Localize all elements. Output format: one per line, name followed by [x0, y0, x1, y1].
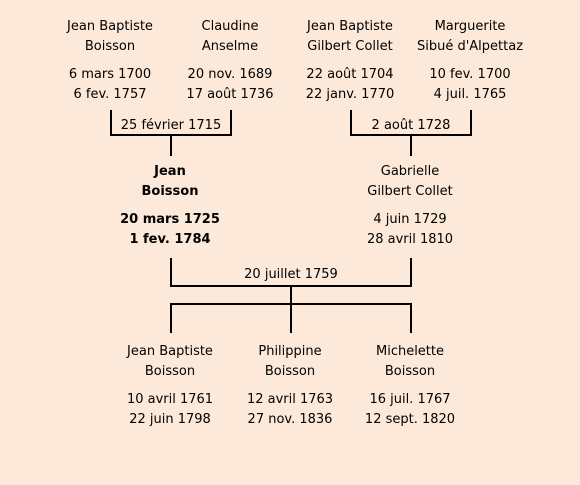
person-birth-date: 16 juil. 1767 [369, 392, 451, 407]
child-2: Philippine Boisson 12 avril 1763 27 nov.… [215, 342, 365, 430]
marriage-date: 2 août 1728 [371, 118, 451, 133]
person-death-date: 22 janv. 1770 [305, 87, 395, 102]
connector-line [170, 258, 172, 287]
person-first-name: Philippine [258, 344, 322, 359]
connector-line [470, 110, 472, 136]
person-death-date: 17 août 1736 [186, 87, 274, 102]
person-first-name: Michelette [375, 344, 444, 359]
marriage-date: 25 février 1715 [120, 118, 222, 133]
person-death-date: 6 fev. 1757 [73, 87, 147, 102]
grandparent-2: Claudine Anselme 20 nov. 1689 17 août 17… [155, 17, 305, 105]
grandparent-4: Marguerite Sibué d'Alpettaz 10 fev. 1700… [395, 17, 545, 105]
connector-line [410, 303, 412, 333]
connector-line [230, 110, 232, 136]
connector-line [410, 258, 412, 287]
person-last-name: Sibué d'Alpettaz [416, 39, 524, 54]
person-last-name: Gilbert Collet [367, 184, 453, 199]
connector-line [410, 134, 412, 156]
child-1: Jean Baptiste Boisson 10 avril 1761 22 j… [95, 342, 245, 430]
person-first-name: Jean Baptiste [127, 344, 213, 359]
person-birth-date: 20 mars 1725 [120, 212, 220, 227]
parent-mother: Gabrielle Gilbert Collet 4 juin 1729 28 … [335, 162, 485, 250]
person-first-name: Gabrielle [380, 164, 440, 179]
connector-line [350, 110, 352, 136]
person-death-date: 27 nov. 1836 [247, 412, 333, 427]
person-birth-date: 10 fev. 1700 [429, 67, 511, 82]
connector-line [170, 134, 172, 156]
person-last-name: Boisson [141, 184, 199, 199]
person-death-date: 12 sept. 1820 [364, 412, 456, 427]
connector-line [110, 110, 112, 136]
parent-father: Jean Boisson 20 mars 1725 1 fev. 1784 [95, 162, 245, 250]
person-birth-date: 22 août 1704 [306, 67, 394, 82]
person-last-name: Boisson [84, 39, 136, 54]
person-birth-date: 6 mars 1700 [68, 67, 152, 82]
person-birth-date: 20 nov. 1689 [187, 67, 273, 82]
grandparent-1: Jean Baptiste Boisson 6 mars 1700 6 fev.… [35, 17, 185, 105]
person-last-name: Boisson [384, 364, 436, 379]
person-last-name: Gilbert Collet [307, 39, 393, 54]
person-last-name: Boisson [144, 364, 196, 379]
person-death-date: 1 fev. 1784 [129, 232, 211, 247]
person-last-name: Anselme [201, 39, 259, 54]
connector-line [170, 303, 172, 333]
person-last-name: Boisson [264, 364, 316, 379]
child-3: Michelette Boisson 16 juil. 1767 12 sept… [335, 342, 485, 430]
connector-line [290, 303, 292, 333]
person-birth-date: 12 avril 1763 [246, 392, 334, 407]
person-first-name: Marguerite [434, 19, 506, 34]
person-birth-date: 4 juin 1729 [373, 212, 447, 227]
person-death-date: 4 juil. 1765 [433, 87, 507, 102]
grandparent-3: Jean Baptiste Gilbert Collet 22 août 170… [275, 17, 425, 105]
person-death-date: 28 avril 1810 [366, 232, 454, 247]
person-death-date: 22 juin 1798 [129, 412, 211, 427]
person-first-name: Jean Baptiste [307, 19, 393, 34]
marriage-date: 20 juillet 1759 [244, 267, 338, 282]
connector-line [290, 285, 292, 305]
person-first-name: Jean Baptiste [67, 19, 153, 34]
person-first-name: Jean [154, 164, 186, 179]
person-birth-date: 10 avril 1761 [126, 392, 214, 407]
person-first-name: Claudine [201, 19, 259, 34]
